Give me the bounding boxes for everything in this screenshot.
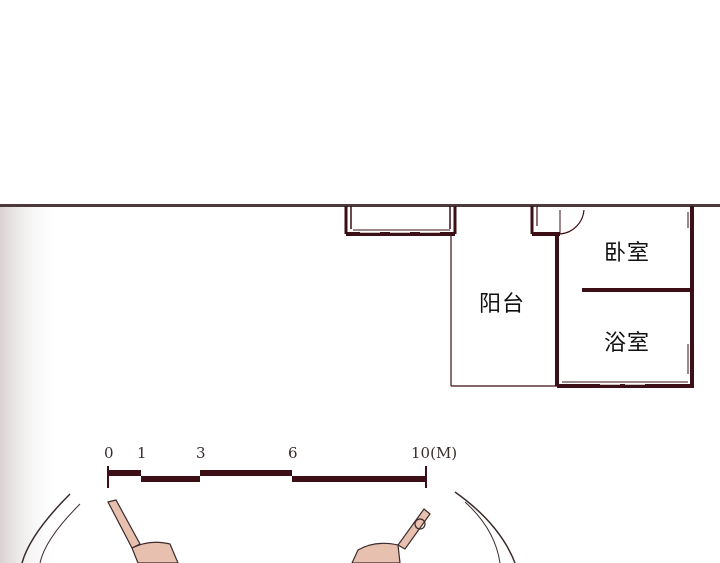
scale-tick-label: 10(M) <box>411 444 458 462</box>
scale-bar <box>107 466 427 488</box>
panel-shading <box>0 204 60 563</box>
window-top-left <box>344 206 457 236</box>
bathroom-label: 浴室 <box>604 331 651 356</box>
balcony-room <box>450 234 557 387</box>
hands-illustration <box>21 491 516 563</box>
scale-tick-label: 0 <box>104 444 114 462</box>
balcony-label: 阳台 <box>479 292 526 317</box>
scale-tick-label: 1 <box>137 444 147 462</box>
scale-tick-label: 3 <box>196 444 206 462</box>
door-swing <box>530 206 585 236</box>
bedroom-label: 卧室 <box>604 241 651 266</box>
scale-tick-label: 6 <box>288 444 298 462</box>
floor-plan-drawing <box>0 204 720 563</box>
comic-panel: 阳台 卧室 浴室 0 1 3 6 10(M) <box>0 204 720 563</box>
bedroom-bathroom-walls <box>555 206 694 388</box>
